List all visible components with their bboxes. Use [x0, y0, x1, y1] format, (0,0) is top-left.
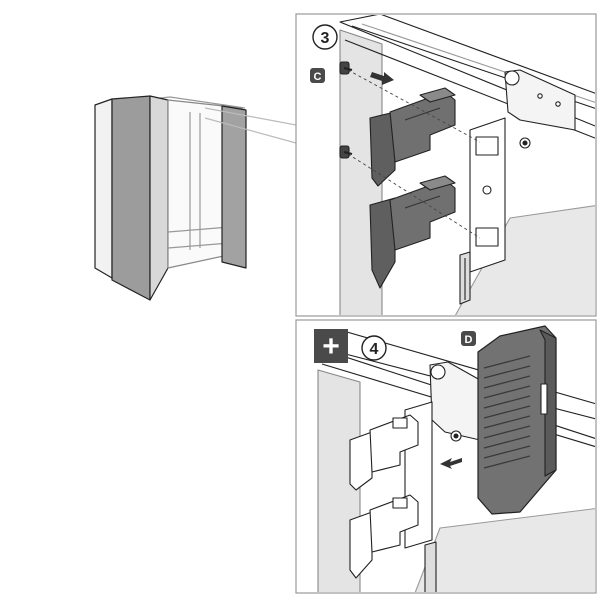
screw-icon: [339, 61, 353, 159]
hinge-bracket-installed-lower: [349, 494, 419, 579]
direction-arrow-icon: [370, 72, 394, 85]
step-4-panel: + 4 D: [295, 319, 597, 594]
step-3-panel: 3 C: [295, 13, 597, 317]
part-label: C: [314, 71, 322, 83]
hinge-bracket-lower: [369, 175, 456, 289]
part-label-badge: [461, 331, 476, 346]
plus-badge-text: +: [322, 330, 340, 363]
wardrobe-overview: [94, 95, 297, 301]
part-label-badge: [310, 68, 325, 83]
plus-badge: [314, 329, 348, 363]
step-number-badge: [312, 24, 338, 50]
step-number-badge: [361, 335, 387, 361]
step-number: 3: [321, 30, 330, 47]
cover-cap: [477, 325, 557, 515]
direction-arrow-icon: [440, 458, 462, 469]
part-label: D: [465, 334, 473, 346]
step-number: 4: [370, 341, 379, 358]
hinge-bracket-installed-upper: [349, 414, 419, 491]
hinge-bracket-upper: [369, 87, 456, 187]
